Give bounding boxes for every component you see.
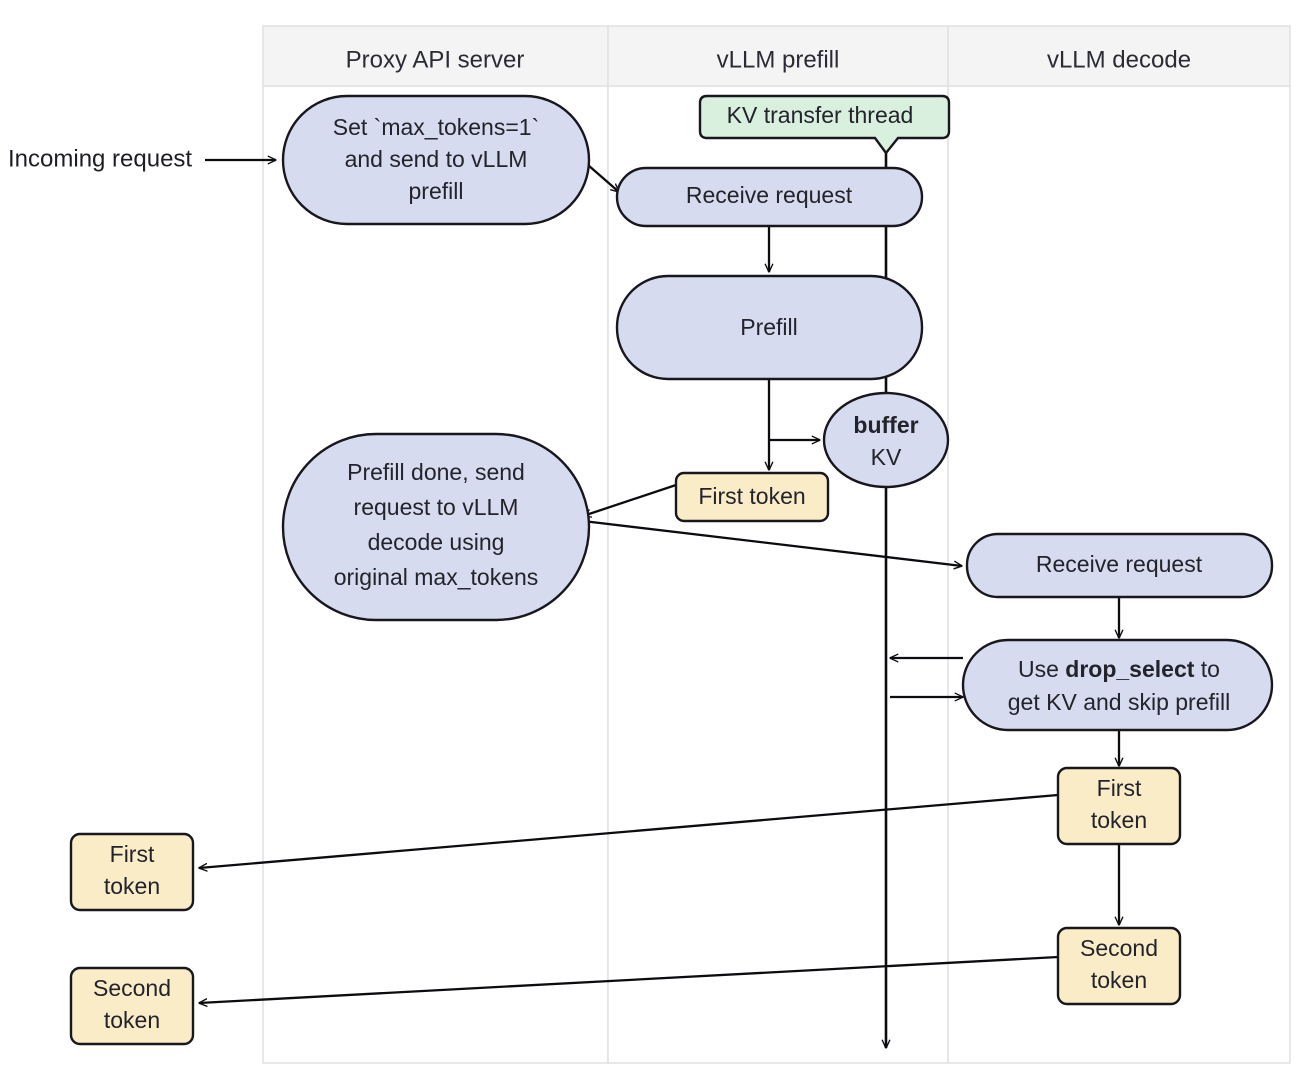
node-decode-second-token-line1: Second [1080,935,1158,961]
node-prefill-done-shape[interactable] [281,432,591,622]
node-prefill-done-line1: Prefill done, send [347,459,525,485]
edge-setmaxtokens-to-prefill-receive [587,164,619,192]
node-prefill[interactable]: Prefill [615,274,924,381]
node-set-max-tokens[interactable]: Set `max_tokens=1` and send to vLLM pref… [281,94,591,226]
node-prefill-receive-request[interactable]: Receive request [615,166,924,228]
edge-decode-first-token-to-output [199,793,1059,868]
node-output-first-token-line1: First [110,841,155,867]
node-drop-select-pre: Use [1018,656,1065,682]
node-decode-first-token-line1: First [1097,775,1142,801]
node-drop-select-post: to [1194,656,1220,682]
node-kv-transfer-thread[interactable]: KV transfer thread [698,94,951,155]
node-decode-first-token-shape[interactable] [1056,766,1182,846]
node-buffer-kv-label: KV [871,444,902,470]
node-output-first-token[interactable]: First token [69,832,195,912]
node-set-max-tokens-line1: Set `max_tokens=1` [333,114,539,140]
node-decode-second-token-shape[interactable] [1056,926,1182,1006]
node-prefill-done-line4: original max_tokens [334,564,539,590]
node-decode-receive-request-shape[interactable] [965,532,1274,599]
node-prefill-first-token-shape[interactable] [674,471,830,523]
edges [199,160,1119,1003]
node-set-max-tokens-line2: and send to vLLM [345,146,528,172]
edge-prefill-done-to-decode-receive [582,519,962,566]
lane-body-prefill [607,85,949,1064]
node-prefill-done-line2: request to vLLM [354,494,519,520]
node-output-second-token[interactable]: Second token [69,966,195,1046]
lane-title-prefill: vLLM prefill [717,46,840,73]
node-prefill-first-token-label: First token [698,483,805,509]
node-prefill-receive-request-shape[interactable] [615,166,924,228]
node-drop-select-line1: Use drop_select to [1018,656,1220,682]
lane-title-decode: vLLM decode [1047,46,1191,73]
node-output-first-token-shape[interactable] [69,832,195,912]
node-kv-transfer-thread-shape[interactable] [698,94,951,155]
node-set-max-tokens-line3: prefill [409,178,464,204]
node-decode-first-token-line2: token [1091,807,1147,833]
node-prefill-shape[interactable] [615,274,924,381]
node-prefill-receive-request-label: Receive request [686,182,853,208]
node-buffer-kv-label-bold: buffer [853,412,918,438]
lane-header-proxy [262,25,609,87]
node-set-max-tokens-shape[interactable] [281,94,591,226]
node-output-first-token-line2: token [104,873,160,899]
lane-title-proxy: Proxy API server [346,46,525,73]
lane-header-prefill [607,25,949,87]
node-prefill-first-token[interactable]: First token [674,471,830,523]
node-kv-transfer-thread-label: KV transfer thread [727,102,914,128]
node-drop-select[interactable]: Use drop_select to get KV and skip prefi… [961,638,1274,732]
node-drop-select-bold: drop_select [1065,656,1194,682]
node-buffer-kv[interactable]: buffer KV [822,391,950,489]
node-prefill-done[interactable]: Prefill done, send request to vLLM decod… [281,432,591,622]
node-decode-first-token[interactable]: First token [1056,766,1182,846]
lane-header-decode [947,25,1291,87]
node-drop-select-shape[interactable] [961,638,1274,732]
node-prefill-done-line3: decode using [368,529,505,555]
node-output-second-token-shape[interactable] [69,966,195,1046]
node-decode-receive-request[interactable]: Receive request [965,532,1274,599]
node-output-second-token-line1: Second [93,975,171,1001]
node-buffer-kv-shape[interactable] [822,391,950,489]
incoming-request-label: Incoming request [8,145,192,172]
node-prefill-label: Prefill [740,314,798,340]
edge-decode-second-token-to-output [199,955,1059,1003]
node-decode-second-token[interactable]: Second token [1056,926,1182,1006]
node-drop-select-line2: get KV and skip prefill [1008,689,1230,715]
node-decode-receive-request-label: Receive request [1036,551,1203,577]
node-output-second-token-line2: token [104,1007,160,1033]
edge-first-token-to-prefill-done [583,483,677,516]
node-decode-second-token-line2: token [1091,967,1147,993]
